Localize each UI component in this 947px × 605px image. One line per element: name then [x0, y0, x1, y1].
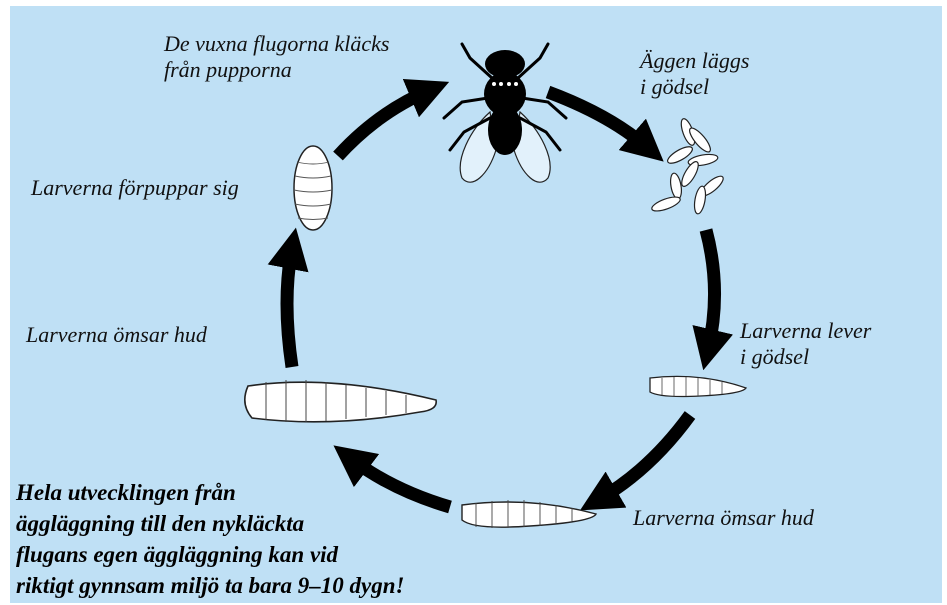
larva-small-icon — [650, 376, 746, 396]
label-eggs-laid: Äggen läggs i gödsel — [640, 48, 749, 100]
arrow-pupa-to-adult — [338, 90, 430, 156]
arrow-large-larva-to-pupa — [287, 248, 292, 367]
label-larvae-live: Larverna lever i gödsel — [740, 318, 871, 370]
arrow-adult-to-eggs — [548, 92, 648, 148]
larva-large-icon — [245, 380, 436, 422]
eggs-icon — [650, 117, 726, 215]
label-larvae-pupate: Larverna förpuppar sig — [31, 175, 239, 201]
label-adults-hatch: De vuxna flugorna kläcks från pupporna — [164, 31, 389, 83]
development-note: Hela utvecklingen från äggläggning till … — [16, 477, 405, 601]
label-larvae-molt-left: Larverna ömsar hud — [26, 322, 207, 348]
fly-icon — [444, 44, 566, 182]
arrow-eggs-to-larva — [706, 230, 715, 350]
label-larvae-molt-right: Larverna ömsar hud — [633, 505, 814, 531]
larva-medium-icon — [462, 500, 596, 528]
pupa-icon — [294, 146, 332, 230]
arrow-larva-to-molt — [598, 415, 690, 500]
